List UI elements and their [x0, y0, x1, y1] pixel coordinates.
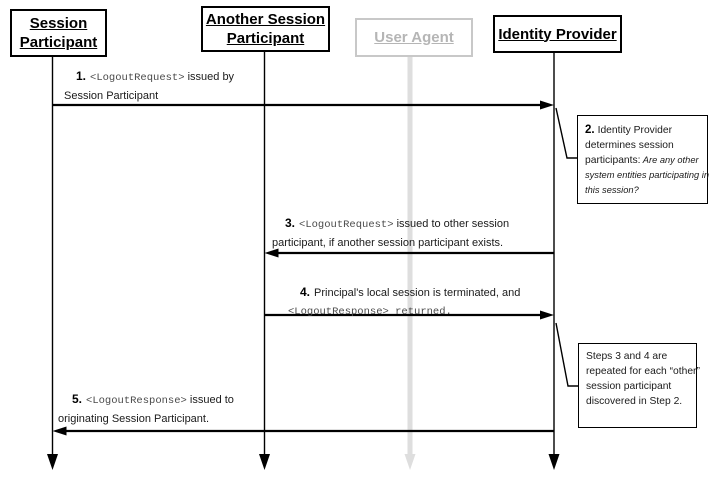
actor-user-agent: User Agent [355, 18, 473, 57]
note-connector-step2 [555, 107, 577, 159]
note-connector-step3-4 [555, 322, 578, 387]
message-arrowhead-4 [540, 310, 554, 320]
actor-label: User Agent [374, 29, 454, 46]
message-4-label: 4.Principal's local session is terminate… [288, 283, 578, 321]
actor-label: Identity Provider [498, 25, 617, 43]
note-step2-number: 2. [585, 124, 595, 136]
message-1-text: issued by Session Participant [64, 71, 235, 102]
message-5-text: issued to originating Session Participan… [58, 394, 234, 425]
message-4-text: Principal's local session is terminated,… [314, 287, 521, 299]
message-3-label: 3.<LogoutRequest> issued to other sessio… [272, 214, 577, 252]
message-4-number: 4. [300, 285, 311, 299]
message-5-number: 5. [72, 392, 83, 406]
message-arrowhead-1 [540, 100, 554, 110]
message-1-label: 1.<LogoutRequest> issued by Session Part… [64, 67, 309, 105]
actor-another-session-participant: Another Session Participant [201, 6, 330, 52]
message-5-code: <LogoutResponse> [86, 395, 187, 407]
lifeline-end-arrow-another-session-participant [259, 454, 270, 470]
note-step2-text: Identity Provider determines session par… [585, 125, 674, 166]
message-4-code: <LogoutResponse> returned. [288, 306, 452, 318]
message-1-number: 1. [76, 69, 87, 83]
lifeline-end-arrow-session-participant [47, 454, 58, 470]
actor-session-participant: Session Participant [10, 9, 107, 57]
message-5-label: 5.<LogoutResponse> issued to originating… [58, 390, 303, 428]
note-steps-3-4-text: Steps 3 and 4 are repeated for each “oth… [586, 351, 700, 407]
actor-label: Another Session Participant [205, 11, 326, 47]
message-1-code: <LogoutRequest> [90, 72, 185, 84]
lifeline-end-arrow-user-agent [404, 454, 416, 470]
note-steps-3-4-repeat: Steps 3 and 4 are repeated for each “oth… [578, 343, 700, 428]
message-3-number: 3. [285, 216, 296, 230]
actor-label: Session Participant [19, 15, 98, 51]
note-step2: 2.Identity Provider determines session p… [577, 115, 710, 204]
message-arrowhead-5 [52, 426, 67, 436]
message-3-text: issued to other session participant, if … [272, 218, 510, 249]
message-3-code: <LogoutRequest> [299, 219, 394, 231]
lifeline-end-arrow-identity-provider [548, 454, 560, 470]
note-step2-italic-text: Are any other system entities participat… [585, 155, 710, 195]
actor-identity-provider: Identity Provider [493, 15, 622, 53]
message-arrowhead-3 [264, 248, 279, 258]
